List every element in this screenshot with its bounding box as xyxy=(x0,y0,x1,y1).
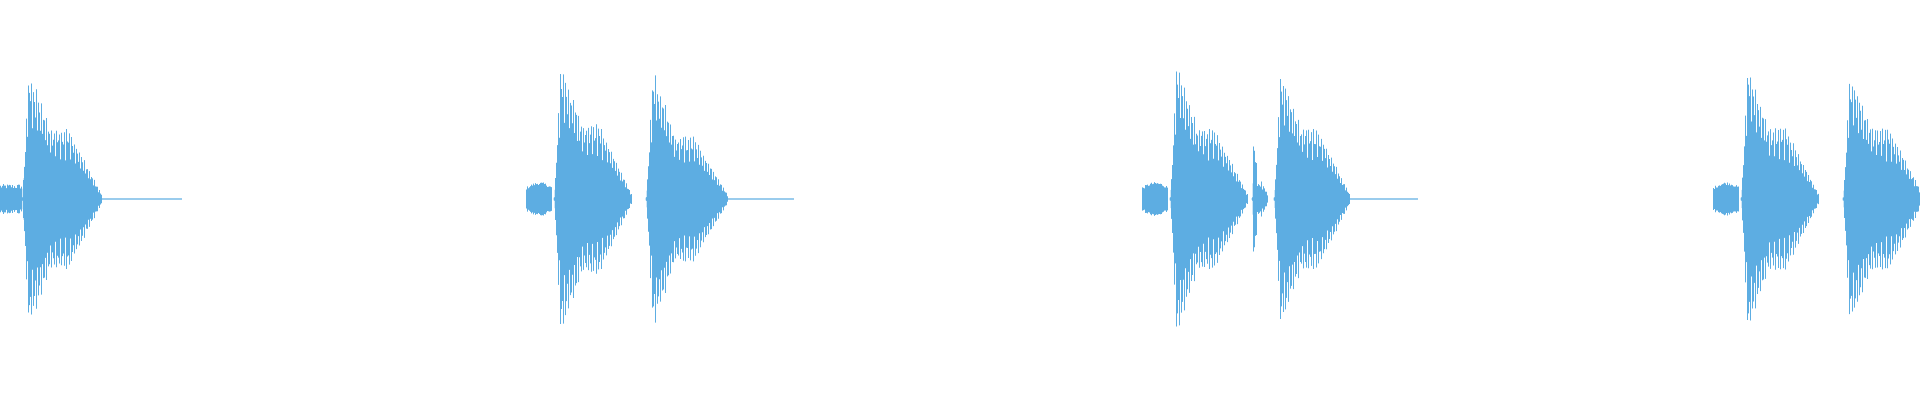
waveform-samples xyxy=(0,83,102,315)
waveform-clip-2 xyxy=(526,74,794,324)
waveform-clip-4 xyxy=(1713,77,1920,321)
waveform-samples xyxy=(1142,71,1350,327)
waveform-samples xyxy=(1713,77,1920,321)
waveform-clip-3 xyxy=(1142,71,1418,327)
waveform-clip-1 xyxy=(0,83,182,315)
waveform-samples xyxy=(526,74,728,324)
